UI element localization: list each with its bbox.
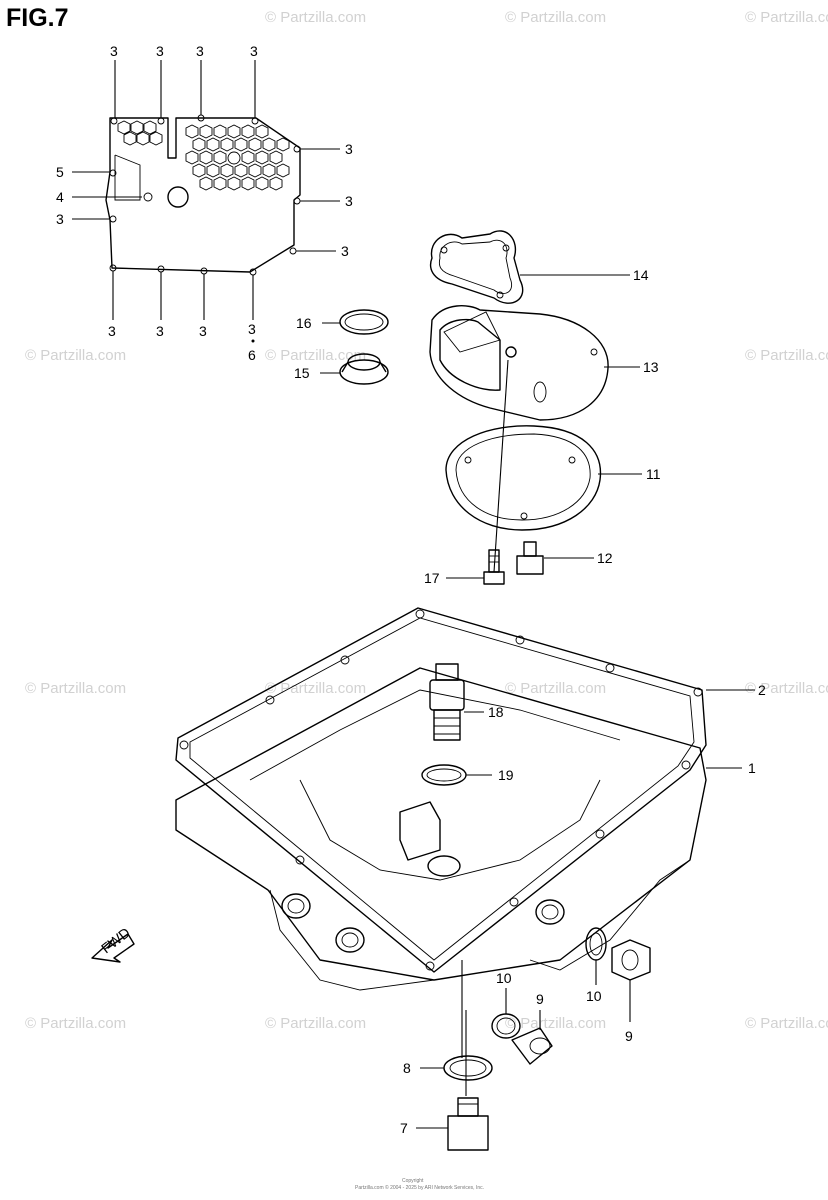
o-ring-16 <box>339 309 389 335</box>
callout-9: 9 <box>625 1028 633 1044</box>
watermark: © Partzilla.com <box>265 680 366 697</box>
callout-8: 8 <box>403 1060 411 1076</box>
callout-19: 19 <box>498 767 514 783</box>
callout-1: 1 <box>748 760 756 776</box>
callout-18: 18 <box>488 704 504 720</box>
watermark: © Partzilla.com <box>505 1015 606 1032</box>
watermark: © Partzilla.com <box>745 680 828 697</box>
callout-7: 7 <box>400 1120 408 1136</box>
cover-13 <box>429 305 609 421</box>
plug-7 <box>447 1097 489 1151</box>
watermark: © Partzilla.com <box>745 9 828 26</box>
watermark: © Partzilla.com <box>505 680 606 697</box>
callout-16: 16 <box>296 315 312 331</box>
callout-3: 3 <box>108 323 116 339</box>
watermark: © Partzilla.com <box>505 9 606 26</box>
callout-12: 12 <box>597 550 613 566</box>
copyright-line: Partzilla.com © 2004 - 2025 by ARI Netwo… <box>355 1184 484 1191</box>
callout-3: 3 <box>56 211 64 227</box>
callout-4: 4 <box>56 189 64 205</box>
callout-13: 13 <box>643 359 659 375</box>
callout-3: 3 <box>156 43 164 59</box>
watermark-layer: © Partzilla.com © Partzilla.com © Partzi… <box>25 9 828 1032</box>
watermark: © Partzilla.com <box>25 347 126 364</box>
callout-10: 10 <box>496 970 512 986</box>
gasket-2 <box>175 607 707 973</box>
washer-8 <box>443 1055 493 1081</box>
watermark: © Partzilla.com <box>265 1015 366 1032</box>
callout-3: 3 <box>248 321 256 337</box>
callout-labels: 3 3 3 3 3 3 3 5 4 3 3 3 3 3 6 16 15 14 1… <box>56 43 766 1136</box>
gasket-11 <box>445 425 602 531</box>
callout-11: 11 <box>646 466 661 482</box>
watermark: © Partzilla.com <box>25 1015 126 1032</box>
callout-3: 3 <box>196 43 204 59</box>
watermark: © Partzilla.com <box>745 347 828 364</box>
callout-9: 9 <box>536 991 544 1007</box>
oil-pan-1 <box>175 663 707 991</box>
drain-plug-9-right <box>611 939 651 981</box>
figure-title: FIG.7 <box>6 4 69 32</box>
callout-2: 2 <box>758 682 766 698</box>
watermark: © Partzilla.com <box>25 680 126 697</box>
callout-3: 3 <box>345 141 353 157</box>
copyright-line: Copyright <box>402 1178 424 1184</box>
collar-15 <box>339 353 389 385</box>
watermark: © Partzilla.com <box>265 347 366 364</box>
drain-plug-9-left <box>511 1027 553 1065</box>
callout-10: 10 <box>586 988 602 1004</box>
bolt-12 <box>516 541 544 575</box>
leader-lines <box>72 60 755 1129</box>
fwd-label: FWD <box>98 924 133 956</box>
callout-3: 3 <box>199 323 207 339</box>
watermark: © Partzilla.com <box>745 1015 828 1032</box>
callout-3: 3 <box>341 243 349 259</box>
strainer-plate <box>105 114 301 276</box>
callout-3: 3 <box>156 323 164 339</box>
watermark: © Partzilla.com <box>265 9 366 26</box>
callout-14: 14 <box>633 267 649 283</box>
callout-3: 3 <box>110 43 118 59</box>
callout-3: 3 <box>250 43 258 59</box>
forward-arrow-icon: FWD <box>91 924 135 963</box>
copyright-footer: Copyright Partzilla.com © 2004 - 2025 by… <box>355 1178 484 1191</box>
gasket-14 <box>429 230 524 304</box>
callout-5: 5 <box>56 164 64 180</box>
callout-6: 6 <box>248 347 256 363</box>
callout-3: 3 <box>345 193 353 209</box>
callout-17: 17 <box>424 570 440 586</box>
callout-15: 15 <box>294 365 310 381</box>
